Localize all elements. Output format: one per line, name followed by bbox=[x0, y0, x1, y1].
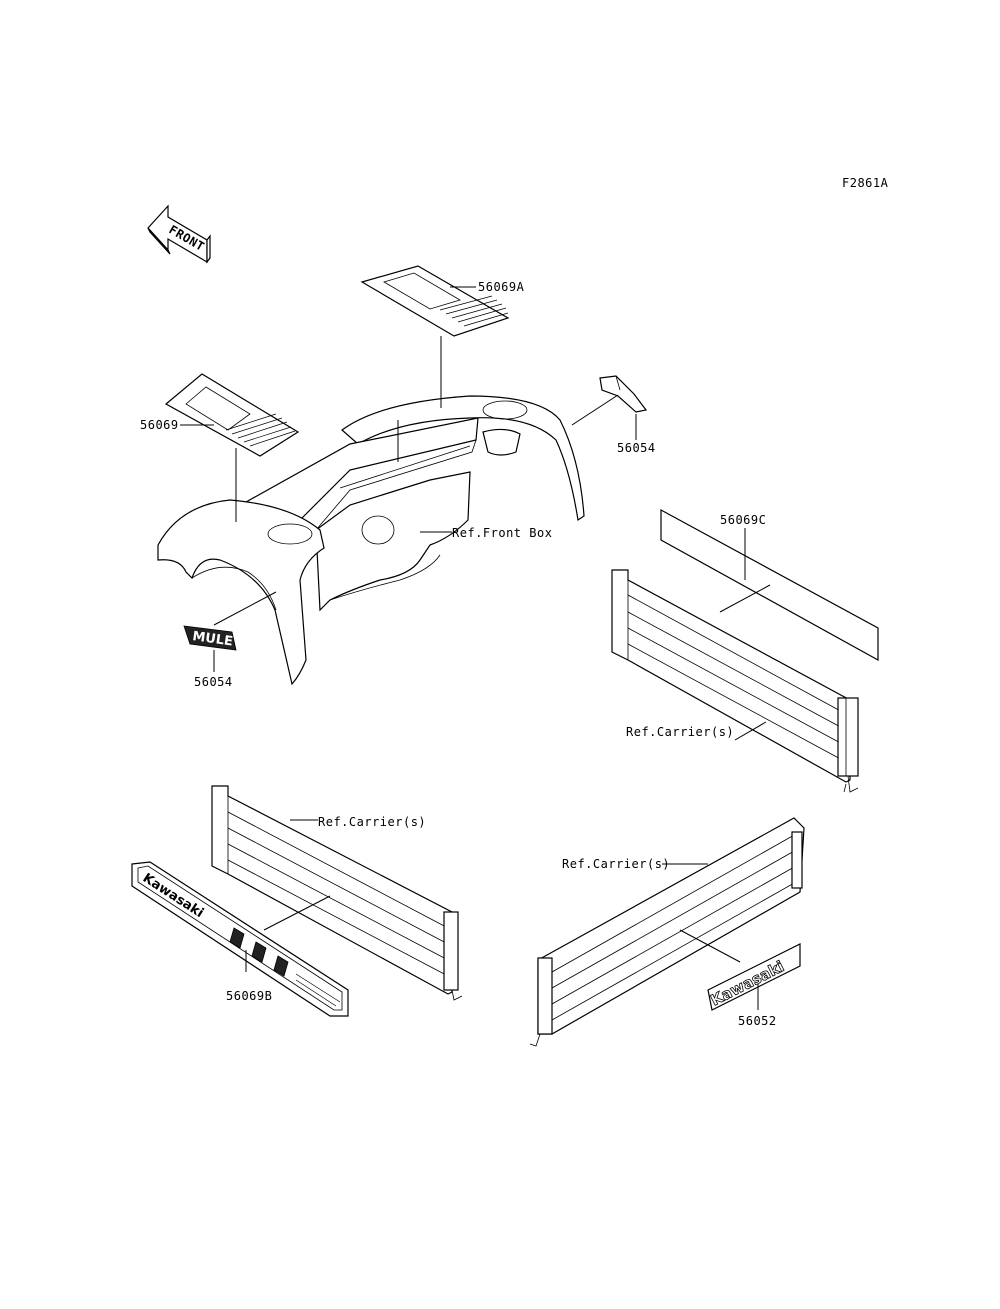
label-56054-left: 56054 bbox=[194, 675, 233, 689]
decal-56054-right bbox=[599, 375, 648, 413]
front-fender-assembly bbox=[157, 395, 585, 686]
label-ref-carrier-3: Ref.Carrier(s) bbox=[562, 857, 670, 871]
decal-56052: Kawasaki bbox=[707, 943, 801, 1011]
carrier-gate-1 bbox=[611, 569, 859, 793]
label-56069C: 56069C bbox=[720, 513, 766, 527]
label-56052: 56052 bbox=[738, 1014, 777, 1028]
kawasaki-52-decal-text: Kawasaki bbox=[708, 957, 787, 1009]
mule-decal-text: MULE bbox=[191, 629, 233, 650]
decal-56069A bbox=[360, 265, 510, 337]
label-56069B: 56069B bbox=[226, 989, 272, 1003]
decal-56069 bbox=[164, 373, 300, 457]
carrier-gate-3 bbox=[529, 817, 805, 1047]
label-56069A: 56069A bbox=[478, 280, 525, 294]
label-ref-carrier-1: Ref.Carrier(s) bbox=[626, 725, 734, 739]
label-ref-carrier-2: Ref.Carrier(s) bbox=[318, 815, 426, 829]
label-ref-front-box: Ref.Front Box bbox=[452, 526, 552, 540]
figure-code: F2861A bbox=[842, 176, 889, 190]
label-56069: 56069 bbox=[140, 418, 179, 432]
decal-mule: MULE bbox=[183, 625, 237, 651]
carrier-gate-2 bbox=[211, 785, 463, 1001]
label-56054-right: 56054 bbox=[617, 441, 656, 455]
front-arrow-icon: FRONT bbox=[147, 204, 211, 264]
